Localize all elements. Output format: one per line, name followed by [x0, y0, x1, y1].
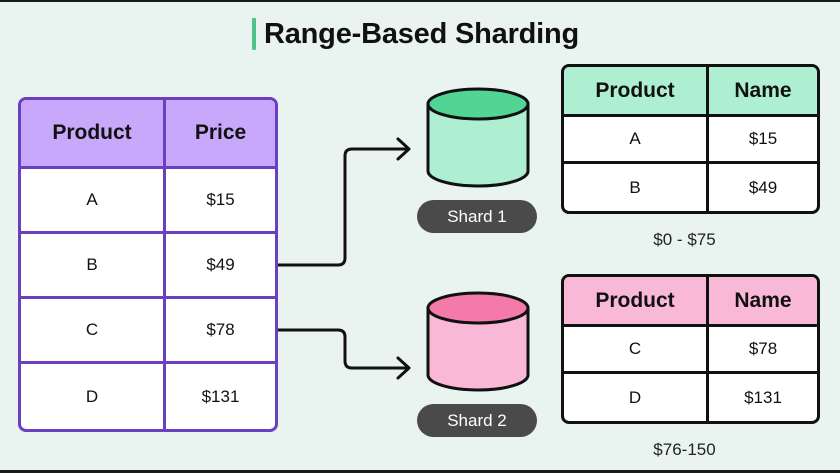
table-header-row: Product Name [564, 67, 817, 117]
title-accent-bar [252, 18, 256, 50]
database-icon-shard-1 [426, 87, 530, 188]
top-border [0, 0, 840, 2]
header-name: Name [709, 277, 817, 327]
cell-product: D [564, 374, 709, 421]
header-product: Product [564, 277, 709, 327]
cell-product: B [21, 234, 166, 299]
cell-product: B [564, 164, 709, 211]
table-row: C $78 [564, 327, 817, 374]
bottom-border [0, 470, 840, 473]
table-row: C $78 [21, 299, 275, 364]
table-row: D $131 [21, 364, 275, 429]
cell-product: C [564, 327, 709, 374]
cell-product: A [21, 169, 166, 234]
cell-name: $15 [709, 117, 817, 164]
cell-name: $78 [709, 327, 817, 374]
table-row: B $49 [564, 164, 817, 211]
table-row: A $15 [21, 169, 275, 234]
arrowhead-shard-2 [396, 356, 411, 380]
cell-price: $78 [166, 299, 275, 364]
cell-price: $131 [201, 386, 240, 406]
cell-product: D [21, 364, 166, 429]
header-name: Name [709, 67, 817, 117]
title-block: Range-Based Sharding [252, 16, 579, 52]
database-icon-shard-2 [426, 291, 530, 392]
table-header-row: Product Name [564, 277, 817, 327]
shard-2-range: $76-150 [653, 440, 716, 459]
main-table: Product Price A $15 B $49 C $78 D $131 [18, 97, 278, 432]
page-title: Range-Based Sharding [264, 17, 580, 50]
arrowhead-shard-1 [396, 137, 411, 161]
cell-name: $131 [744, 387, 782, 407]
header-product: Product [21, 100, 166, 169]
shard-2-label: Shard 2 [417, 404, 537, 437]
table-row: A $15 [564, 117, 817, 164]
table-row: D $131 [564, 374, 817, 421]
shard-1-label: Shard 1 [417, 200, 537, 233]
header-product: Product [564, 67, 709, 117]
cell-price: $49 [166, 234, 275, 299]
shard-1-table: Product Name A $15 B $49 [561, 64, 820, 214]
shard-1-range: $0 - $75 [653, 230, 716, 249]
cell-name: $49 [748, 177, 778, 197]
cell-product: A [564, 117, 709, 164]
cell-price: $15 [166, 169, 275, 234]
header-price: Price [166, 100, 275, 169]
table-row: B $49 [21, 234, 275, 299]
arrow-to-shard-2 [278, 328, 408, 370]
shard-2-table: Product Name C $78 D $131 [561, 274, 820, 424]
cell-product: C [21, 299, 166, 364]
table-header-row: Product Price [21, 100, 275, 169]
arrow-to-shard-1 [278, 147, 408, 267]
